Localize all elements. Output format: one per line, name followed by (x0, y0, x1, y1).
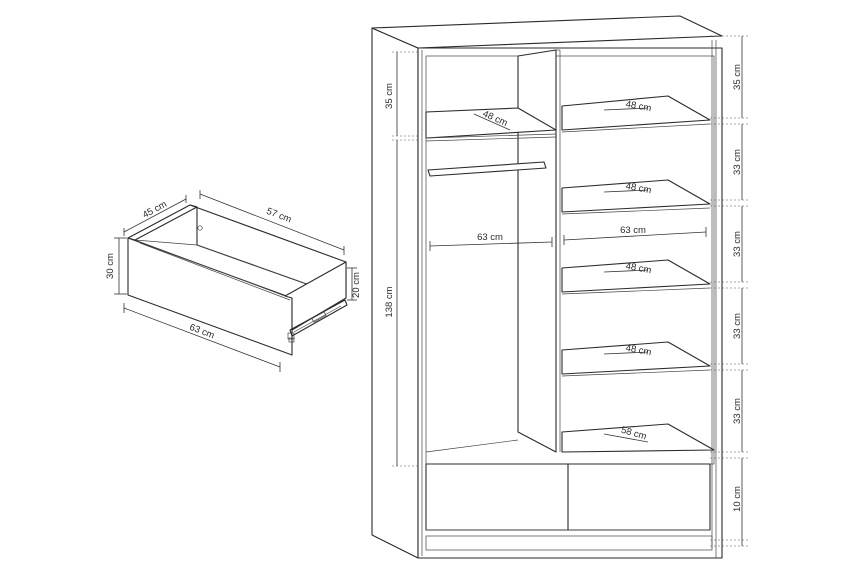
right-dim-label-5: 33 cm (732, 398, 743, 424)
drawer-hole (197, 225, 203, 231)
drawer-runner-rail (287, 299, 348, 343)
drawer-height-dimension: 30 cm (105, 237, 127, 295)
width-label-right: 63 cm (620, 225, 646, 236)
wardrobe-top-panel (371, 15, 723, 49)
drawer-length-label: 57 cm (265, 206, 293, 226)
shelf-depth-dimensions: 48 cm 48 cm 48 cm 48 cm 48 cm 58 cm (473, 99, 652, 442)
right-dim-label-1: 35 cm (732, 64, 743, 90)
drawer-height-label: 30 cm (105, 253, 116, 279)
left-dim-label-main: 138 cm (384, 286, 395, 317)
wardrobe-drawer-section (425, 439, 713, 551)
left-vertical-dimensions: 35 cm 138 cm (384, 51, 420, 467)
shelf-depth-label-2: 48 cm (625, 181, 652, 196)
wardrobe-center-divider (517, 49, 561, 453)
width-label-left: 63 cm (477, 232, 503, 243)
drawer-drawing: 45 cm 57 cm 30 cm 20 cm 63 cm (105, 190, 362, 372)
wardrobe-drawing: 48 cm 48 cm 48 cm 48 cm 48 cm 58 cm 63 c… (371, 15, 748, 559)
shelf-depth-label-4: 48 cm (625, 343, 652, 358)
right-vertical-dimensions: 35 cm 33 cm 33 cm 33 cm 33 cm 10 cm (710, 35, 748, 547)
drawer-depth-label: 45 cm (141, 199, 169, 221)
left-dim-label-top: 35 cm (384, 83, 395, 109)
shelf-depth-label-3: 48 cm (625, 261, 652, 276)
right-dim-label-3: 33 cm (732, 231, 743, 257)
wardrobe-hanging-rail (427, 161, 547, 177)
wardrobe-side-panel (371, 27, 419, 559)
right-dim-label-2: 33 cm (732, 149, 743, 175)
interior-width-dimensions: 63 cm 63 cm (429, 225, 707, 251)
wardrobe-left-top-shelf (425, 107, 557, 142)
wardrobe-right-shelves (561, 95, 715, 453)
right-dim-label-4: 33 cm (732, 313, 743, 339)
drawer-inner-height-label: 20 cm (351, 272, 362, 298)
shelf-depth-label-1: 48 cm (625, 99, 652, 114)
drawer-inner-height-dimension: 20 cm (347, 267, 362, 301)
right-dim-label-6: 10 cm (732, 486, 743, 512)
